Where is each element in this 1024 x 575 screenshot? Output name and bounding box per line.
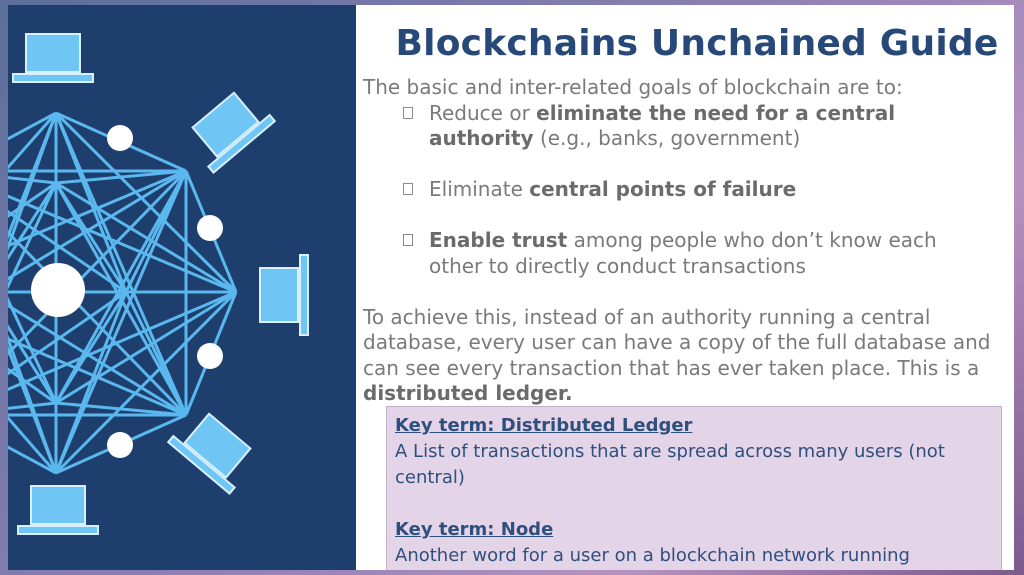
network-connection — [55, 290, 237, 405]
network-connection — [55, 181, 237, 294]
page-title: Blockchains Unchained Guide — [395, 23, 999, 64]
network-connection — [8, 182, 58, 290]
network-connection — [8, 415, 58, 474]
list-item: Enable trust among people who don’t know… — [403, 228, 993, 279]
network-connection — [55, 401, 187, 417]
laptop-icon — [166, 412, 252, 495]
blockchain-network-graphic — [8, 33, 309, 535]
goals-list: Reduce or eliminate the need for a centr… — [363, 101, 993, 280]
network-connection — [8, 182, 58, 261]
bullet-square-icon — [403, 106, 413, 119]
network-connection — [8, 445, 57, 475]
network-connection — [8, 344, 58, 474]
network-connection — [55, 169, 187, 185]
bullet-square-icon — [403, 234, 413, 246]
body-text: The basic and inter-related goals of blo… — [363, 75, 993, 407]
network-connection — [8, 290, 237, 392]
network-connection — [54, 182, 128, 293]
laptops — [12, 33, 309, 535]
network-connection — [124, 291, 188, 416]
network-connection — [8, 112, 58, 252]
network-connection — [54, 290, 238, 475]
network-connection — [8, 176, 57, 185]
key-term-title: Key term: Distributed Ledger — [395, 415, 693, 436]
key-term-definition: Another word for a user on a blockchain … — [395, 545, 910, 566]
network-connection — [8, 209, 127, 294]
key-terms-box: Key term: Distributed Ledger A List of t… — [386, 406, 1002, 570]
network-connection — [54, 170, 188, 474]
bullet-square-icon — [403, 183, 413, 195]
network-nodes — [31, 125, 223, 458]
key-term-definition: A List of transactions that are spread a… — [395, 441, 945, 488]
network-node-icon — [197, 343, 223, 369]
laptop-icon — [259, 254, 309, 336]
network-node-icon — [107, 432, 133, 458]
network-connection — [8, 290, 127, 376]
intro-text: The basic and inter-related goals of blo… — [363, 75, 903, 99]
network-connection — [8, 401, 57, 410]
network-connection — [8, 296, 58, 404]
network-connection — [8, 324, 58, 404]
network-connection — [54, 111, 238, 294]
network-connection — [8, 337, 187, 417]
laptop-icon — [191, 91, 277, 174]
network-illustration-panel — [8, 5, 356, 570]
network-connection — [54, 291, 128, 474]
network-connection — [8, 194, 237, 294]
laptop-icon — [12, 33, 94, 83]
network-node-icon — [107, 125, 133, 151]
network-connection — [8, 181, 57, 218]
closing-paragraph: To achieve this, instead of an authority… — [363, 304, 991, 406]
list-item: Eliminate central points of failure — [403, 177, 993, 203]
network-connection — [8, 111, 57, 141]
network-connection — [8, 367, 57, 405]
network-node-icon — [31, 263, 85, 317]
network-connections — [8, 111, 238, 475]
network-node-icon — [197, 215, 223, 241]
network-connection — [54, 291, 128, 404]
list-item: Reduce or eliminate the need for a centr… — [403, 101, 993, 152]
network-connection — [8, 169, 187, 248]
key-term-title: Key term: Node — [395, 519, 554, 540]
laptop-icon — [17, 485, 99, 535]
content-panel: Blockchains Unchained Guide The basic an… — [356, 5, 1014, 570]
network-connection — [8, 112, 58, 170]
